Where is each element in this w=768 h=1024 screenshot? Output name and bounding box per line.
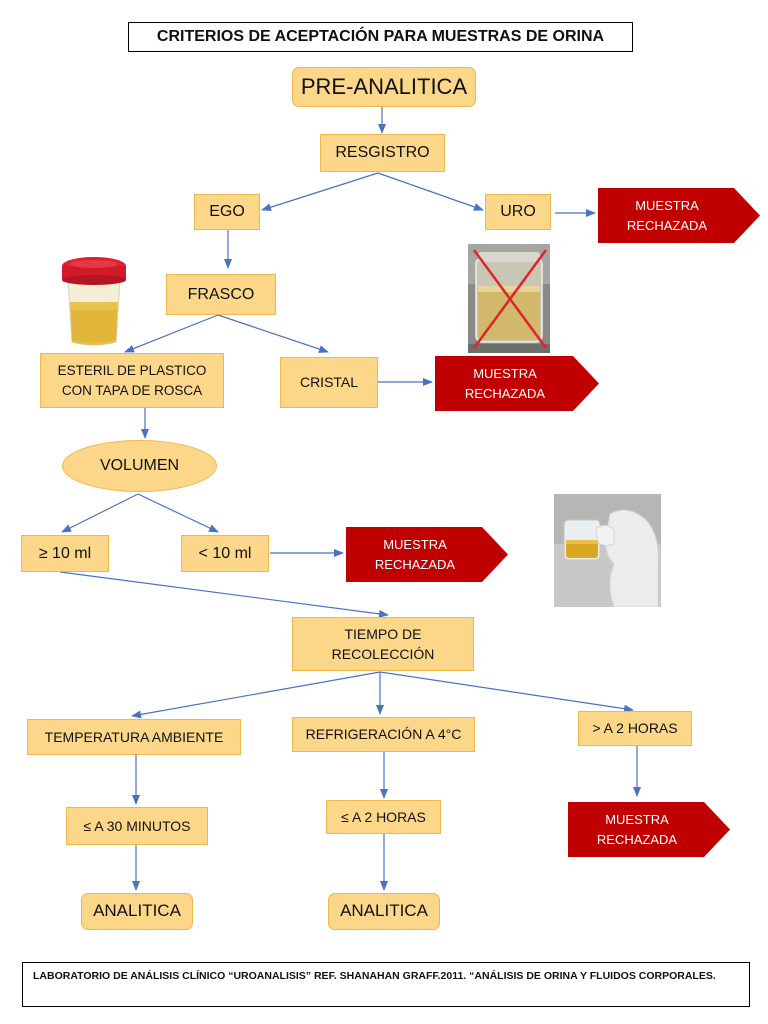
node-refrigeracion: REFRIGERACIÓN A 4°C [292, 717, 475, 752]
node-gt-2h: > A 2 HORAS [578, 711, 692, 746]
node-le-30min: ≤ A 30 MINUTOS [66, 807, 208, 845]
arrow-tiempo-to-temperatura [131, 671, 381, 719]
node-le-2h: ≤ A 2 HORAS [326, 800, 441, 834]
arrow-ge10-to-tiempo [59, 571, 389, 618]
node-lt-10ml: < 10 ml [181, 535, 269, 572]
rejected-sample-uro: MUESTRA RECHAZADA [598, 188, 760, 243]
node-analitica-1: ANALITICA [81, 893, 193, 930]
glass-jar-rejected-image [468, 244, 550, 353]
rejected-sample-time: MUESTRA RECHAZADA [568, 802, 730, 857]
diagram-title: CRITERIOS DE ACEPTACIÓN PARA MUESTRAS DE… [128, 22, 633, 52]
arrow-registro-to-ego [261, 172, 379, 212]
arrow-tiempo-to-gt2h [379, 671, 634, 713]
reject-arrow-shape [568, 802, 730, 857]
node-ego: EGO [194, 194, 260, 230]
node-volumen: VOLUMEN [62, 440, 217, 492]
reject-arrow-shape [346, 527, 508, 582]
node-ge-10ml: ≥ 10 ml [21, 535, 109, 572]
reject-arrow-shape [435, 356, 599, 411]
arrow-volumen-to-ge10 [61, 493, 139, 533]
node-registro: RESGISTRO [320, 134, 445, 172]
gloved-hand-sample-image [554, 494, 661, 607]
arrow-frasco-to-cristal [217, 314, 329, 353]
rejected-sample-cristal: MUESTRA RECHAZADA [435, 356, 599, 411]
node-uro: URO [485, 194, 551, 230]
node-cristal: CRISTAL [280, 357, 378, 408]
node-analitica-2: ANALITICA [328, 893, 440, 930]
rejected-sample-volume: MUESTRA RECHAZADA [346, 527, 508, 582]
arrow-frasco-to-esteril [124, 314, 219, 353]
node-pre-analitica: PRE-ANALITICA [292, 67, 476, 107]
node-temperatura-ambiente: TEMPERATURA AMBIENTE [27, 719, 241, 755]
arrow-volumen-to-lt10 [137, 493, 219, 533]
reject-arrow-shape [598, 188, 760, 243]
arrow-registro-to-uro [377, 172, 484, 211]
node-frasco: FRASCO [166, 274, 276, 315]
reference-footer: LABORATORIO DE ANÁLISIS CLÍNICO “UROANAL… [22, 962, 750, 1007]
node-esteril: ESTERIL DE PLASTICO CON TAPA DE ROSCA [40, 353, 224, 408]
sterile-container-image [58, 252, 130, 348]
node-tiempo-recoleccion: TIEMPO DE RECOLECCIÓN [292, 617, 474, 671]
